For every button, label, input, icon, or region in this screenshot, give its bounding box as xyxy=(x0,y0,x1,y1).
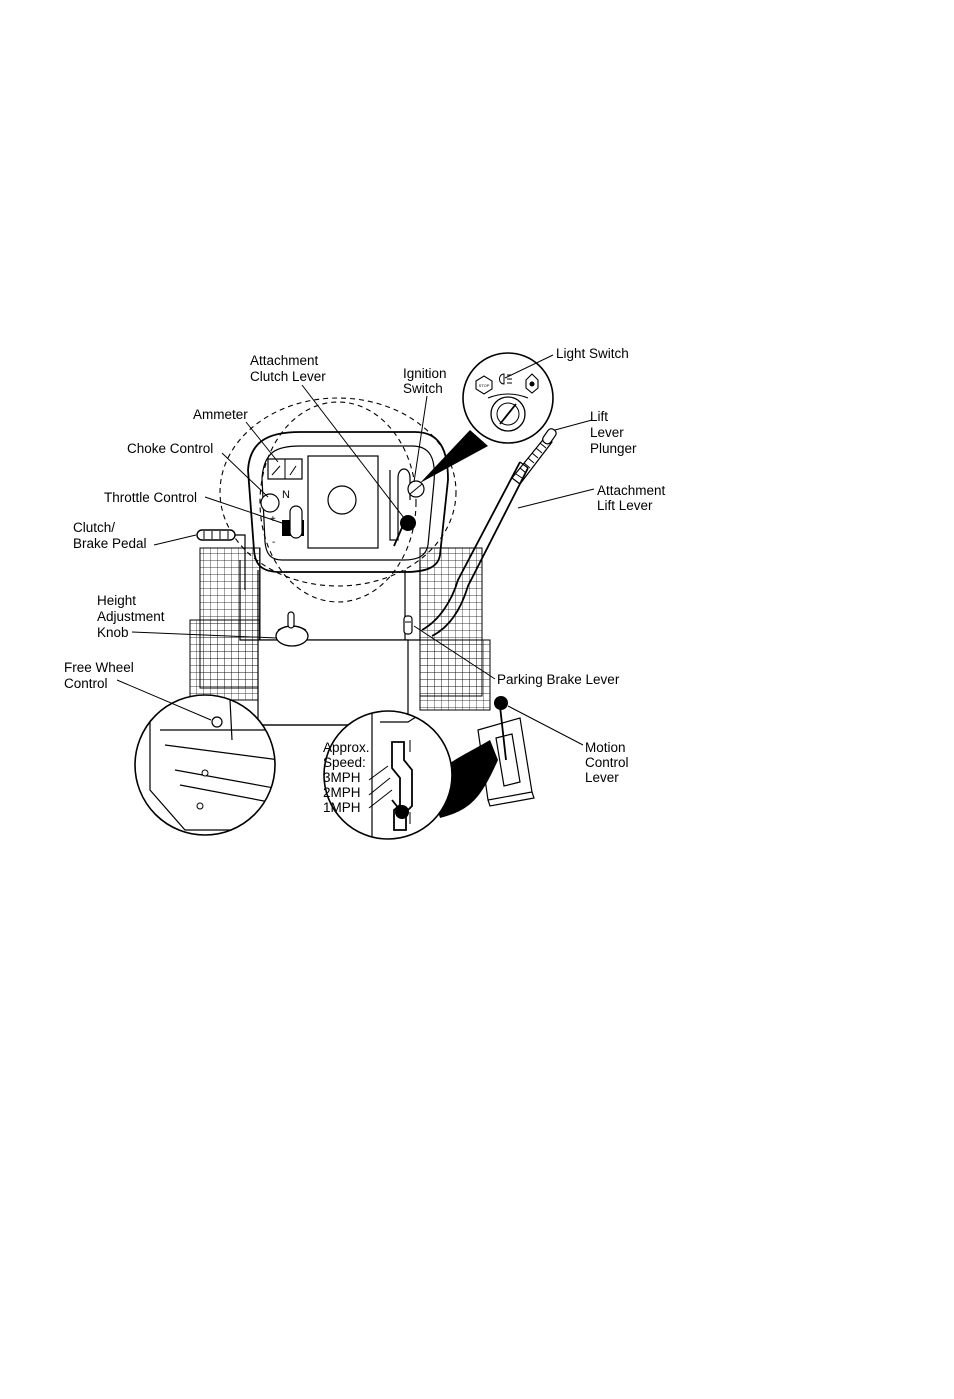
label-ignition-switch-2: Switch xyxy=(403,381,443,396)
svg-text:STOP: STOP xyxy=(479,383,490,388)
label-clutch-brake-pedal-1: Clutch/ xyxy=(73,520,115,535)
speed-approx: Approx. xyxy=(323,740,370,755)
label-lift-lever-plunger-3: Plunger xyxy=(590,441,637,456)
label-height-adjustment-knob-3: Knob xyxy=(97,625,129,640)
lower-right-mesh xyxy=(420,640,490,710)
speed-selector-inset: Approx. Speed: 3MPH 2MPH 1MPH xyxy=(323,711,498,840)
ignition-switch xyxy=(408,481,424,497)
label-motion-control-lever-2: Control xyxy=(585,755,629,770)
speed-2mph: 2MPH xyxy=(323,785,361,800)
label-free-wheel-control-1: Free Wheel xyxy=(64,660,134,675)
speed-3mph: 3MPH xyxy=(323,770,361,785)
label-ignition-switch-1: Ignition xyxy=(403,366,447,381)
label-motion-control-lever-1: Motion xyxy=(585,740,626,755)
label-light-switch: Light Switch xyxy=(556,346,629,361)
free-wheel-control-knob xyxy=(212,717,222,727)
svg-text:N: N xyxy=(282,489,290,501)
parking-brake-lever xyxy=(404,616,412,634)
lower-left-mesh xyxy=(190,620,260,700)
choke-knob: N xyxy=(261,489,290,512)
attachment-clutch-lever-slot xyxy=(390,469,416,546)
label-motion-control-lever-3: Lever xyxy=(585,770,619,785)
height-adjustment-knob xyxy=(276,612,308,646)
label-height-adjustment-knob-2: Adjustment xyxy=(97,609,165,624)
label-attachment-clutch-lever-1: Attachment xyxy=(250,353,319,368)
label-ammeter: Ammeter xyxy=(193,407,248,422)
label-lift-lever-plunger-2: Lever xyxy=(590,425,624,440)
ammeter xyxy=(268,459,302,479)
label-attachment-lift-lever-1: Attachment xyxy=(597,483,666,498)
svg-text:-: - xyxy=(272,537,275,548)
label-lift-lever-plunger-1: Lift xyxy=(590,409,608,424)
centre-gauge xyxy=(328,486,356,514)
label-throttle-control: Throttle Control xyxy=(104,490,197,505)
label-free-wheel-control-2: Control xyxy=(64,676,108,691)
label-clutch-brake-pedal-2: Brake Pedal xyxy=(73,536,147,551)
speed-1mph: 1MPH xyxy=(323,800,361,815)
label-choke-control: Choke Control xyxy=(127,441,213,456)
throttle-lever: + - xyxy=(270,506,304,548)
label-parking-brake-lever: Parking Brake Lever xyxy=(497,672,620,687)
label-height-adjustment-knob-1: Height xyxy=(97,593,136,608)
label-attachment-clutch-lever-2: Clutch Lever xyxy=(250,369,326,384)
label-attachment-lift-lever-2: Lift Lever xyxy=(597,498,653,513)
speed-label: Speed: xyxy=(323,755,366,770)
